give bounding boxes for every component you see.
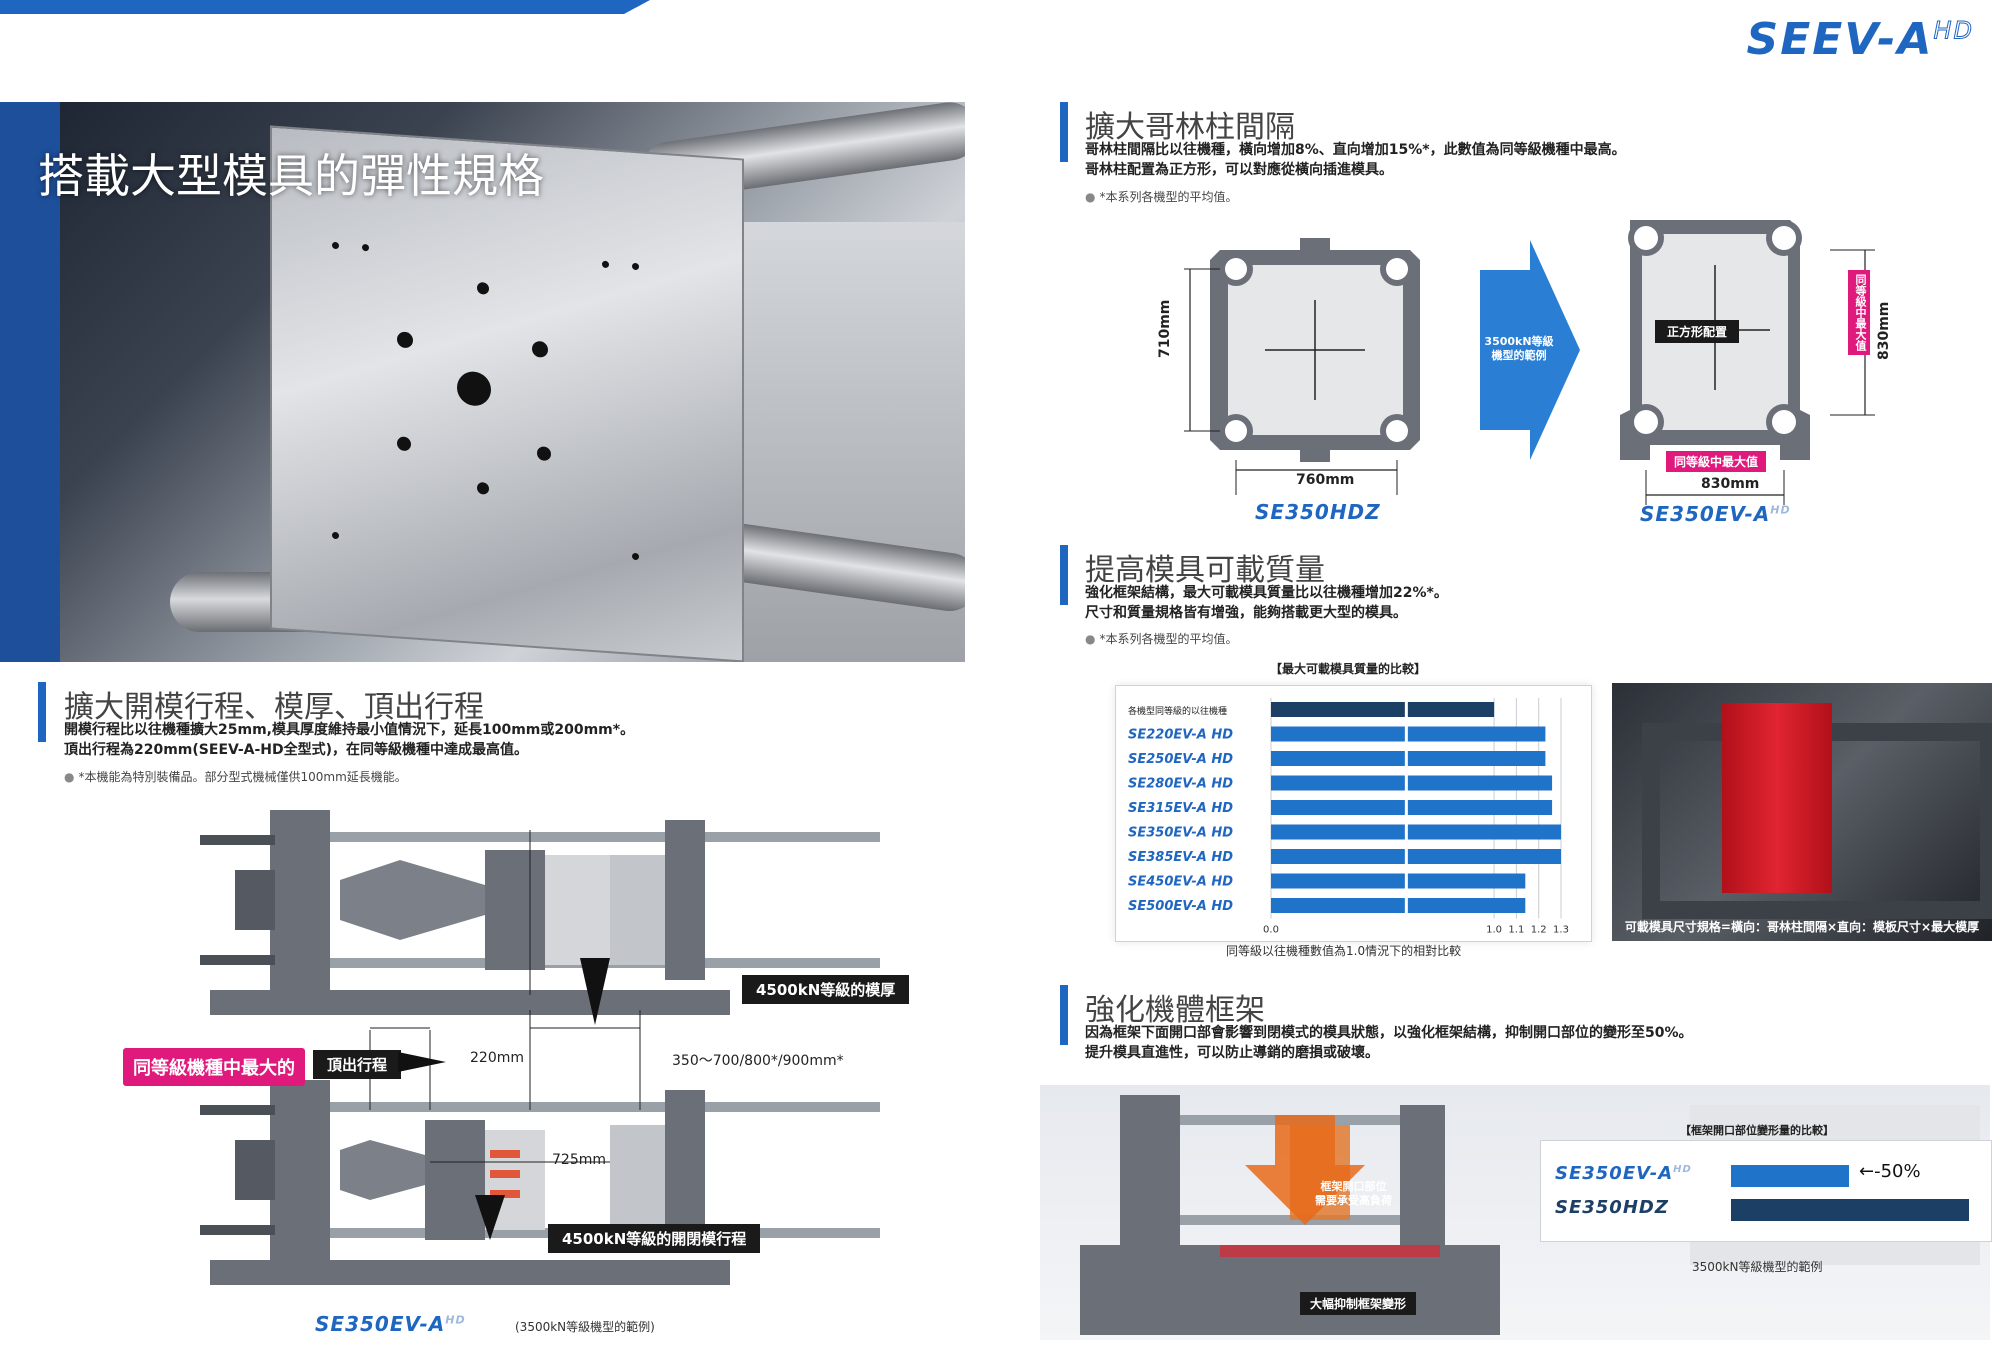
chart-category-label: SE450EV-A HD <box>1128 875 1233 890</box>
chart-bar <box>1271 702 1495 717</box>
brand-logo: SEEV-AHD <box>1746 14 1974 65</box>
eject-stroke-label: 頂出行程 <box>313 1050 402 1079</box>
arrow-label: 3500kN等級機型的範例 <box>1484 335 1554 362</box>
right-side-badge: 同等級中最大值 <box>1848 270 1870 355</box>
mold-weight-chart-box: 0.0 1.0 1.1 1.2 1.3 各機型同等級的以往機種 SE220EV-A HD SE… <box>1115 685 1592 942</box>
mold-weight-title: 提高模具可載質量 <box>1085 553 1325 588</box>
right-model: SE350EV-AHD <box>1640 502 1791 526</box>
chart-bar <box>1271 751 1546 766</box>
frame-line2: 提升模具直進性，可以防止導銷的磨損或破壞。 <box>1085 1045 1379 1061</box>
def-row1-model: SE350EV-AHD <box>1555 1163 1692 1184</box>
open-stroke-value: 725mm <box>552 1152 606 1168</box>
chart-category-label: SE500EV-A HD <box>1128 899 1233 914</box>
frame-load-label: 框架開口部位需要承受高負荷 <box>1315 1180 1392 1207</box>
mold-range-value: 350～700/800*/900mm* <box>672 1053 844 1069</box>
frame-deformation-label: 大幅抑制框架變形 <box>1300 1292 1417 1315</box>
chart-bar <box>1271 824 1561 840</box>
chart-category-label: SE280EV-A HD <box>1128 777 1233 792</box>
chart-bar <box>1271 800 1553 815</box>
mold-size-photo: 可載模具尺寸規格=橫向：哥林柱間隔×直向：模板尺寸×最大模厚 <box>1612 683 1992 941</box>
chart-bar <box>1271 726 1546 742</box>
chart-tick-label: 1.0 <box>1486 925 1502 936</box>
right-bottom-badge: 同等級中最大值 <box>1666 451 1767 472</box>
machine-model-note: (3500kN等級機型的範例) <box>515 1320 655 1334</box>
deformation-title: 【框架開口部位變形量的比較】 <box>1680 1124 1834 1137</box>
eject-arrow-icon <box>398 1052 446 1072</box>
left-height-label: 710mm <box>1157 299 1173 358</box>
left-platen <box>1184 238 1420 495</box>
max-in-class-badge: 同等級機種中最大的 <box>123 1048 305 1086</box>
square-label: 正方形配置 <box>1655 320 1740 343</box>
stroke-line1: 開模行程比以往機種擴大25mm,模具厚度維持最小值情況下，延長100mm或200… <box>64 722 635 738</box>
chart-tick-label: 1.1 <box>1508 925 1524 936</box>
mold-weight-line2: 尺寸和質量規格皆有增強，能夠搭載更大型的模具。 <box>1085 605 1407 621</box>
stroke-title: 擴大開模行程、模厚、頂出行程 <box>64 690 484 725</box>
section-bar <box>1060 985 1068 1045</box>
mold-thickness-label: 4500kN等級的模厚 <box>742 975 910 1004</box>
machine-top <box>200 810 880 1015</box>
arrow-icon <box>1480 240 1580 460</box>
deformation-note: 3500kN等級機型的範例 <box>1692 1260 1823 1274</box>
top-accent-bar <box>0 0 650 14</box>
mold-weight-line1: 強化框架結構，最大可載模具質量比以往機種增加22%*。 <box>1085 585 1448 601</box>
stroke-line2: 頂出行程為220mm(SEEV-A-HD全型式)，在同等級機種中達成最高值。 <box>64 742 529 758</box>
mold-size-caption: 可載模具尺寸規格=橫向：哥林柱間隔×直向：模板尺寸×最大模厚 <box>1624 920 1980 934</box>
tiebar-diagram <box>1184 220 1875 505</box>
chart-category-label: 各機型同等級的以往機種 <box>1128 705 1227 717</box>
section-bar <box>1060 102 1068 162</box>
chart-tick-label: 1.3 <box>1553 925 1569 936</box>
chart-tick-label: 0.0 <box>1263 925 1279 936</box>
def-bar-old <box>1731 1199 1969 1221</box>
chart-tick-label: 1.2 <box>1531 925 1547 936</box>
right-width-label: 830mm <box>1701 476 1760 492</box>
mold-platen-photo <box>0 102 965 662</box>
section-bar <box>1060 545 1068 605</box>
chart-bar <box>1271 898 1526 913</box>
mold-weight-note: *本系列各機型的平均值。 <box>1085 630 1237 647</box>
chart-category-label: SE315EV-A HD <box>1128 801 1233 816</box>
tiebar-line1: 哥林柱間隔比以往機種，橫向增加8%、直向增加15%*，此數值為同等級機種中最高。 <box>1085 142 1626 158</box>
frame-title: 強化機體框架 <box>1085 993 1265 1028</box>
chart-category-label: SE385EV-A HD <box>1128 850 1233 865</box>
tiebar-title: 擴大哥林柱間隔 <box>1085 110 1295 145</box>
left-model: SE350HDZ <box>1255 500 1381 524</box>
def-bar-new <box>1731 1165 1849 1187</box>
deformation-chart: SE350EV-AHD ←-50% SE350HDZ <box>1540 1140 1992 1242</box>
left-width-label: 760mm <box>1296 472 1355 488</box>
chart-category-label: SE350EV-A HD <box>1128 826 1233 841</box>
chart-xlabel: 同等級以往機種數值為1.0情況下的相對比較 <box>1226 944 1462 958</box>
chart-title: 【最大可載模具質量的比較】 <box>1270 662 1427 676</box>
stroke-note: *本機能為特別裝備品。部分型式機械僅供100mm延長機能。 <box>64 768 406 785</box>
open-stroke-label: 4500kN等級的開閉模行程 <box>548 1224 761 1253</box>
chart-category-label: SE220EV-A HD <box>1128 728 1233 743</box>
chart-bar <box>1271 775 1553 791</box>
photo-title: 搭載大型模具的彈性規格 <box>38 149 544 203</box>
tiebar-line2: 哥林柱配置為正方形，可以對應從橫向插進模具。 <box>1085 162 1393 178</box>
def-row2-model: SE350HDZ <box>1555 1197 1669 1218</box>
machine-model: SE350EV-AHD <box>315 1312 466 1336</box>
chart-bar <box>1271 873 1526 889</box>
eject-value: 220mm <box>470 1050 524 1066</box>
chart-category-label: SE250EV-A HD <box>1128 752 1233 767</box>
section-bar <box>38 682 46 742</box>
mold-weight-chart: 0.0 1.0 1.1 1.2 1.3 各機型同等級的以往機種 SE220EV-A HD SE… <box>1128 698 1569 936</box>
def-value: ←-50% <box>1859 1161 1921 1182</box>
frame-line1: 因為框架下面開口部會影響到閉模式的模具狀態，以強化框架結構，抑制開口部位的變形至… <box>1085 1025 1693 1041</box>
right-height-label: 830mm <box>1876 301 1892 360</box>
chart-bar <box>1271 849 1561 864</box>
tiebar-note: *本系列各機型的平均值。 <box>1085 188 1237 205</box>
